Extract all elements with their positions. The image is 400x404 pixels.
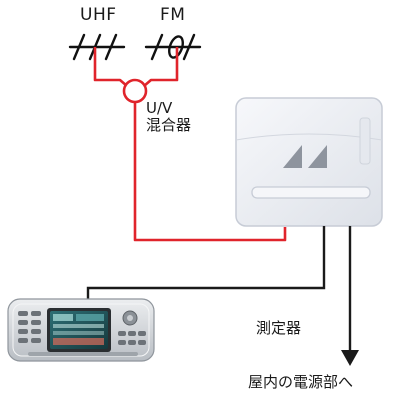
mixer-label-line2: 混合器: [146, 116, 192, 135]
power-destination-label: 屋内の電源部へ: [248, 373, 354, 391]
cable-line: [86, 226, 352, 352]
fm-label: FM: [160, 5, 186, 25]
mixer-label-line1: U/V: [146, 99, 173, 117]
arrow-down-icon: [341, 350, 359, 366]
uhf-antenna-icon: [68, 33, 126, 61]
mixer-label: U/V 混合器: [146, 99, 192, 135]
handheld-meter-icon: [7, 298, 155, 362]
booster-box-icon: [235, 97, 383, 227]
fm-antenna-icon: [144, 33, 202, 61]
mixer-circle-icon: [122, 78, 148, 104]
meter-label: 測定器: [256, 319, 302, 337]
uhf-label: UHF: [80, 5, 117, 25]
signal-line: [93, 47, 287, 242]
